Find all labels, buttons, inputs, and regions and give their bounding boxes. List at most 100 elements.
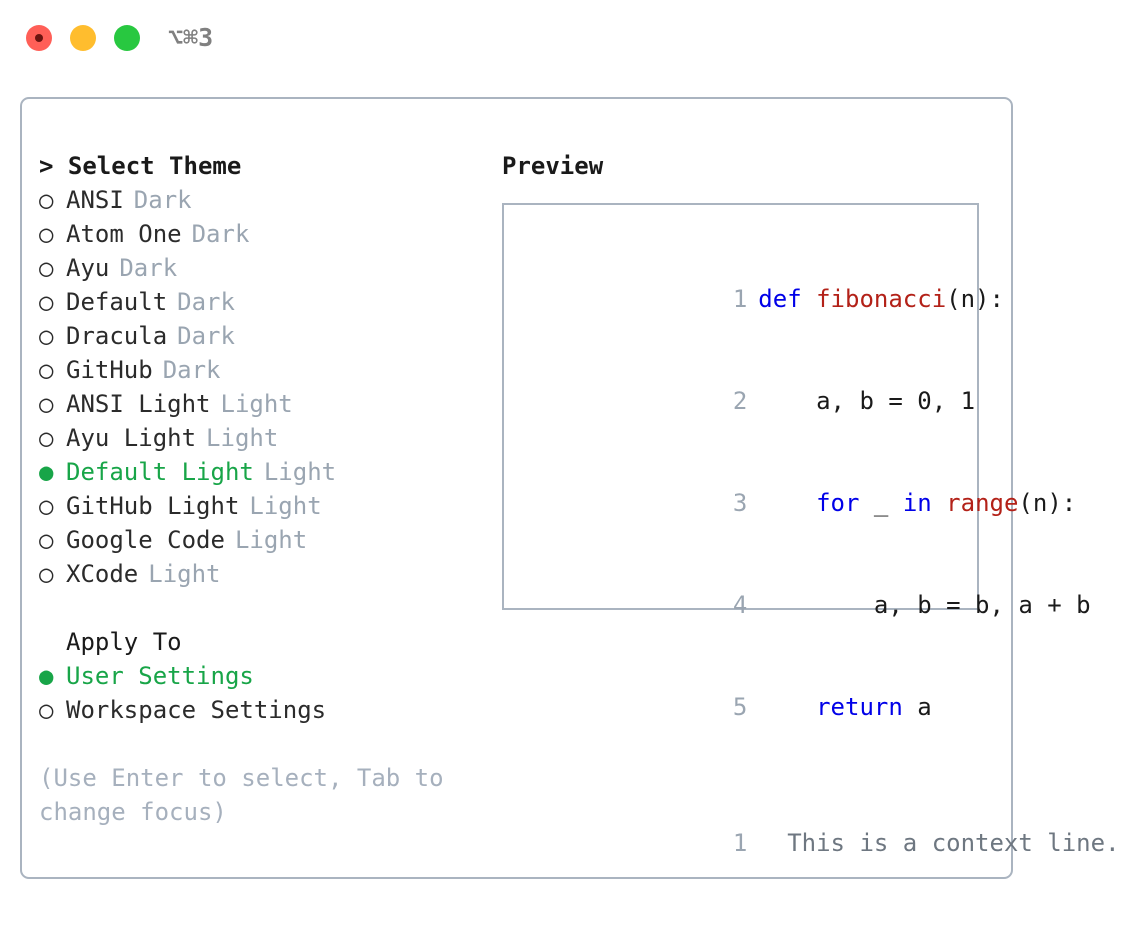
radio-unselected-icon: ○ [39, 424, 54, 452]
theme-option-default-light[interactable]: ● Default Light Light [39, 455, 479, 489]
minimize-window-button[interactable] [70, 25, 96, 51]
line-number: 2 [732, 387, 748, 415]
code-token: _ [859, 489, 903, 517]
theme-option-github-dark[interactable]: ○ GitHub Dark [39, 353, 479, 387]
line-number: 1 [732, 285, 748, 313]
theme-option-tag: Dark [119, 254, 178, 282]
line-number: 4 [732, 591, 748, 619]
apply-to-workspace-settings[interactable]: ○ Workspace Settings [39, 693, 479, 727]
code-token [758, 693, 816, 721]
code-line: 2 a, b = 0, 1 [517, 350, 975, 452]
code-token: (n): [946, 285, 1004, 313]
radio-selected-icon: ● [39, 458, 54, 486]
theme-option-tag: Light [220, 390, 293, 418]
code-token: for [816, 489, 860, 517]
panel-columns: > Select Theme ○ ANSI Dark ○ Atom One Da… [22, 99, 1120, 934]
theme-option-atom-one-dark[interactable]: ○ Atom One Dark [39, 217, 479, 251]
theme-option-tag: Dark [177, 288, 235, 316]
keyboard-hint-text: (Use Enter to select, Tab to change focu… [39, 764, 459, 826]
theme-option-tag: Dark [177, 322, 235, 350]
theme-option-label: Default Light [66, 458, 254, 486]
theme-option-xcode[interactable]: ○ XCode Light [39, 557, 479, 591]
code-token: def [758, 285, 817, 313]
diff-text: This is a context line. [758, 829, 1120, 857]
theme-option-label: Atom One [66, 220, 182, 248]
theme-option-ansi-light[interactable]: ○ ANSI Light Light [39, 387, 479, 421]
line-number: 5 [732, 693, 748, 721]
theme-option-label: Ayu Light [66, 424, 197, 452]
title-bar: ⌥⌘3 [0, 0, 1140, 78]
theme-list-column: > Select Theme ○ ANSI Dark ○ Atom One Da… [39, 149, 479, 829]
theme-option-tag: Light [249, 492, 322, 520]
theme-option-github-light[interactable]: ○ GitHub Light Light [39, 489, 479, 523]
theme-option-tag: Light [148, 560, 221, 588]
theme-option-tag: Dark [191, 220, 250, 248]
theme-option-dracula-dark[interactable]: ○ Dracula Dark [39, 319, 479, 353]
code-token: a, b = 0, 1 [758, 387, 976, 415]
theme-option-label: Google Code [66, 526, 225, 554]
radio-unselected-icon: ○ [39, 254, 54, 282]
apply-to-heading: Apply To [66, 628, 182, 656]
theme-option-label: GitHub Light [66, 492, 240, 520]
theme-option-tag: Light [234, 526, 308, 554]
radio-unselected-icon: ○ [39, 390, 54, 418]
theme-option-label: Ayu [66, 254, 110, 282]
apply-to-label: Workspace Settings [66, 696, 327, 724]
preview-heading: Preview [502, 152, 604, 180]
theme-option-tag: Light [263, 458, 337, 486]
code-token: return [816, 693, 903, 721]
theme-option-label: Default [66, 288, 168, 316]
select-theme-heading: > Select Theme [39, 152, 242, 180]
line-number: 1 [732, 829, 748, 857]
radio-unselected-icon: ○ [39, 560, 54, 588]
theme-option-ayu-dark[interactable]: ○ Ayu Dark [39, 251, 479, 285]
diff-text: - This line was deleted. [747, 931, 1105, 934]
radio-unselected-icon: ○ [39, 356, 54, 384]
radio-unselected-icon: ○ [39, 696, 54, 724]
maximize-window-button[interactable] [114, 25, 140, 51]
theme-option-label: Dracula [66, 322, 168, 350]
radio-selected-icon: ● [39, 662, 54, 690]
theme-option-label: XCode [66, 560, 139, 588]
theme-option-ayu-light[interactable]: ○ Ayu Light Light [39, 421, 479, 455]
preview-gap [517, 758, 967, 792]
theme-option-tag: Light [206, 424, 279, 452]
apply-to-label: User Settings [66, 662, 254, 690]
window-title: ⌥⌘3 [168, 23, 214, 52]
code-token [758, 489, 816, 517]
apply-to-user-settings[interactable]: ● User Settings [39, 659, 479, 693]
code-token: a [902, 693, 932, 721]
radio-unselected-icon: ○ [39, 322, 54, 350]
theme-selector-panel: > Select Theme ○ ANSI Dark ○ Atom One Da… [20, 97, 1120, 934]
code-line: 1 def fibonacci(n): [517, 248, 1004, 350]
code-token: a, b = b, a + b [758, 591, 1091, 619]
radio-unselected-icon: ○ [39, 288, 54, 316]
radio-unselected-icon: ○ [39, 526, 54, 554]
code-token: fibonacci [816, 285, 947, 313]
code-token: (n): [1018, 489, 1077, 517]
theme-option-google-code[interactable]: ○ Google Code Light [39, 523, 479, 557]
theme-option-tag: Dark [133, 186, 192, 214]
code-line: 5 return a [517, 656, 967, 758]
theme-option-label: ANSI Light [66, 390, 211, 418]
theme-option-label: GitHub [66, 356, 153, 384]
diff-line-context: 1 This is a context line. [517, 792, 1120, 894]
line-number: 3 [732, 489, 748, 517]
code-token: range [946, 489, 1019, 517]
theme-option-ansi-dark[interactable]: ○ ANSI Dark [39, 183, 479, 217]
diff-line-deleted: 2- This line was deleted. [517, 894, 1105, 934]
code-token: in [902, 489, 947, 517]
code-line: 3 for _ in range(n): [517, 452, 1076, 554]
code-line: 4 a, b = b, a + b [517, 554, 1091, 656]
radio-unselected-icon: ○ [39, 492, 54, 520]
hint-spacer [39, 727, 479, 761]
theme-option-default-dark[interactable]: ○ Default Dark [39, 285, 479, 319]
close-window-button[interactable] [26, 25, 52, 51]
radio-unselected-icon: ○ [39, 220, 54, 248]
list-spacer [39, 591, 479, 625]
radio-unselected-icon: ○ [39, 186, 54, 214]
